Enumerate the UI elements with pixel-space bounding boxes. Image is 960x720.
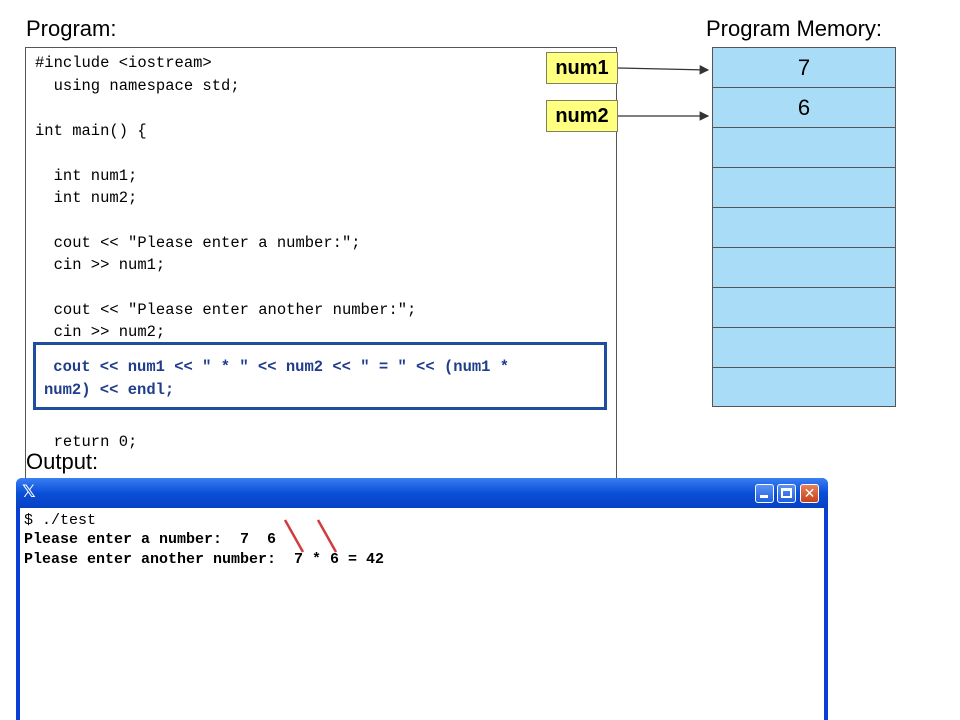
memory-cell — [713, 328, 895, 368]
memory-cell: 6 — [713, 88, 895, 128]
memory-heading: Program Memory: — [706, 16, 883, 41]
memory-cell — [713, 248, 895, 288]
code-line: cin >> num2; — [35, 323, 166, 341]
highlighted-code-line: cout << num1 << " * " << num2 << " = " <… — [44, 358, 510, 376]
close-icon: ✕ — [803, 485, 816, 502]
highlighted-statement: cout << num1 << " * " << num2 << " = " <… — [33, 342, 607, 410]
terminal-line: $ ./test — [24, 512, 97, 529]
maximize-button[interactable] — [777, 484, 796, 503]
close-button[interactable]: ✕ — [800, 484, 819, 503]
num1-pointer-arrow — [617, 65, 710, 75]
strike-mark — [316, 519, 338, 553]
code-line: using namespace std; — [35, 77, 240, 95]
variable-label-num1: num1 — [546, 52, 618, 84]
minimize-icon — [760, 495, 768, 498]
terminal-line: Please enter another number: 7 * 6 = 42 — [24, 551, 385, 568]
strike-mark — [283, 519, 305, 553]
x-logo-icon[interactable]: 𝕏 — [22, 482, 36, 502]
terminal-window: 𝕏 ✕ $ ./test Please enter a number: 7 6 … — [16, 478, 828, 720]
memory-cell — [713, 208, 895, 248]
pointer-arrows — [617, 65, 710, 121]
code-line: cout << "Please enter another number:"; — [35, 301, 417, 319]
memory-cell: 7 — [713, 48, 895, 88]
memory-cell — [713, 288, 895, 328]
code-line: #include <iostream> — [35, 54, 212, 72]
variable-label-num2: num2 — [546, 100, 618, 132]
code-line: int num1; — [35, 167, 138, 185]
highlighted-code-line: num2) << endl; — [44, 381, 175, 399]
terminal-output[interactable]: $ ./test Please enter a number: 7 6 Plea… — [20, 508, 824, 720]
code-panel: #include <iostream> using namespace std;… — [25, 47, 617, 488]
code-line: int main() { — [35, 122, 147, 140]
terminal-line: Please enter a number: 7 6 — [24, 531, 277, 548]
maximize-icon — [781, 488, 792, 498]
program-heading: Program: — [26, 16, 117, 41]
output-heading: Output: — [26, 449, 99, 474]
memory-cell — [713, 168, 895, 208]
input-strike-marks — [283, 519, 338, 553]
code-line: cin >> num1; — [35, 256, 166, 274]
code-line: cout << "Please enter a number:"; — [35, 234, 361, 252]
memory-column: 7 6 — [712, 47, 896, 407]
memory-cell — [713, 128, 895, 168]
terminal-title-bar[interactable]: 𝕏 ✕ — [16, 478, 828, 508]
memory-cell — [713, 368, 895, 408]
code-line: int num2; — [35, 189, 138, 207]
minimize-button[interactable] — [755, 484, 774, 503]
code-line: return 0; — [35, 433, 138, 451]
